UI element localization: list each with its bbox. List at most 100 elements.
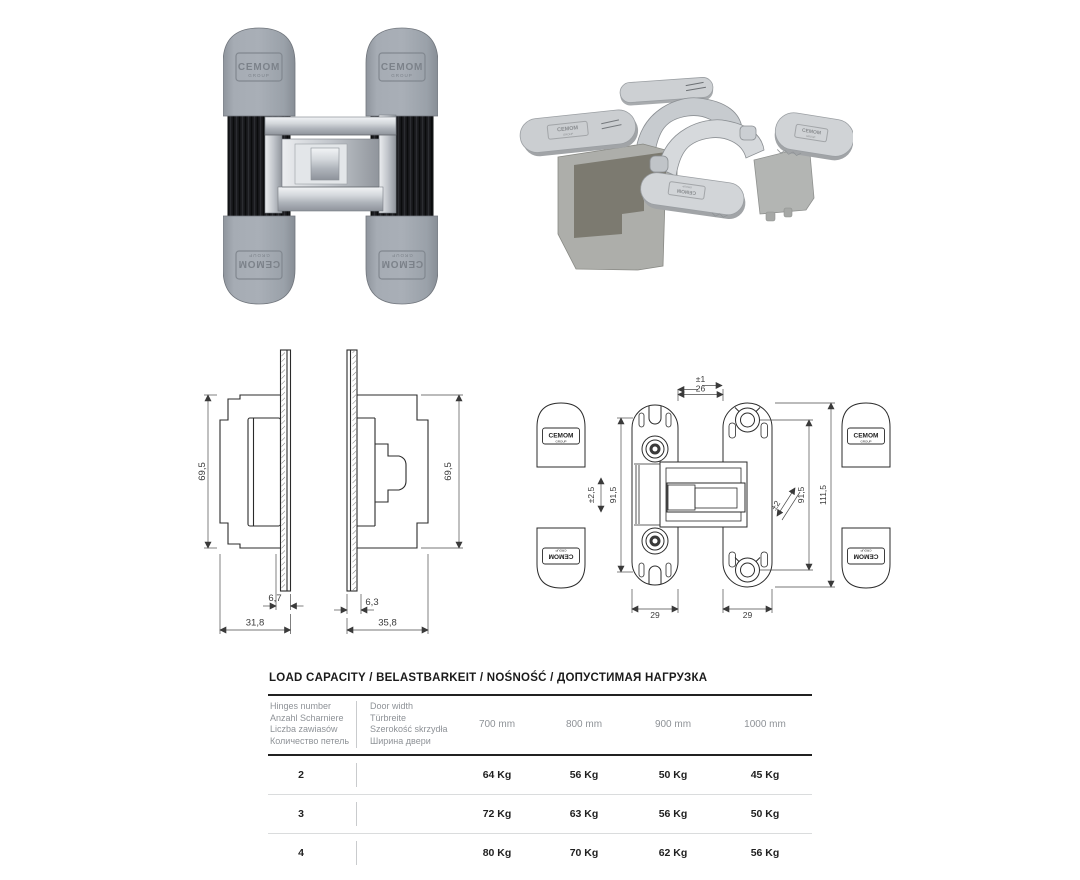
dim-depth-right: 35,8 — [378, 618, 397, 629]
dim-height-left: 91,5 — [608, 486, 618, 503]
col-header-800mm: 800 mm — [565, 718, 603, 730]
brand-plate — [542, 547, 580, 565]
cover-cap-top-left: CEMOM GROUP — [536, 402, 586, 468]
hinge-mechanism-drawing — [634, 461, 748, 528]
brand-text: CEMOM — [801, 128, 821, 137]
serration — [711, 212, 728, 218]
brand-text: CEMOM — [238, 258, 280, 269]
hinge-knuckle — [739, 125, 757, 141]
load-value: 72 Kg — [482, 807, 512, 820]
brand-text: CEMOM — [238, 62, 280, 73]
cover-cap-top-right: CEMOM GROUP — [841, 402, 891, 468]
load-capacity-section: LOAD CAPACITY / BELASTBARKEIT / NOŚNOŚĆ … — [268, 672, 812, 872]
load-value: 50 Kg — [750, 807, 780, 820]
iso-photo-svg: CEMOM GROUP CEMOM GROUP — [519, 77, 855, 271]
header-line: Szerokość skrzydła — [370, 724, 448, 735]
mounting-foot — [783, 207, 793, 218]
hinge-arm-front — [649, 119, 765, 177]
header-line: Door width — [370, 701, 414, 711]
load-row-4-hinges: 4 80 Kg 70 Kg 62 Kg 56 Kg — [268, 834, 812, 872]
mounting-foot — [765, 211, 776, 222]
brand-sub-text: GROUP — [806, 134, 816, 139]
front-dimension-drawing: CEMOM GROUP CEMOM GROUP CEMOM GROUP — [525, 373, 905, 633]
brand-sub-text: GROUP — [391, 73, 413, 78]
hinges-count: 2 — [298, 768, 304, 781]
iso-cap-left: CEMOM GROUP — [519, 109, 639, 157]
profile-frame-side — [219, 349, 292, 592]
load-value: 56 Kg — [569, 768, 599, 781]
brand-plate — [794, 123, 829, 143]
load-value: 50 Kg — [658, 768, 688, 781]
brand-sub-text: GROUP — [555, 440, 566, 444]
brand-sub-text: GROUP — [391, 253, 413, 258]
cutaway-interior — [574, 152, 666, 238]
brand-plate — [235, 52, 283, 82]
dim-plate-width-left: 29 — [650, 610, 660, 620]
mounting-plate-left — [631, 404, 679, 586]
dim-plate-width-right: 29 — [743, 610, 753, 620]
iso-body-right — [753, 147, 815, 222]
profiles-svg: 69,5 6,7 31,8 69,5 6,3 35,8 — [197, 349, 463, 634]
brand-sub-text: GROUP — [682, 184, 692, 189]
cover-cap-bottom-left: CEMOM GROUP — [536, 527, 586, 589]
brand-plate — [378, 52, 426, 82]
brand-sub-text: GROUP — [555, 549, 566, 553]
brand-sub-text: GROUP — [248, 253, 270, 258]
brand-plate — [542, 427, 580, 445]
hinges-count: 3 — [298, 807, 304, 820]
dim-depth-left: 31,8 — [246, 618, 265, 629]
cap-bottom-left: CEMOM GROUP — [222, 215, 296, 305]
brand-plate — [667, 181, 706, 200]
load-row-2-hinges: 2 64 Kg 56 Kg 50 Kg 45 Kg — [268, 756, 812, 795]
col-header-900mm: 900 mm — [654, 718, 692, 730]
iso-view-photo: CEMOM GROUP CEMOM GROUP — [518, 70, 855, 280]
hinge-knuckle — [649, 155, 669, 173]
header-line: Türbreite — [370, 712, 407, 723]
dim-height-total: 111,5 — [818, 485, 828, 505]
brand-plate — [847, 547, 885, 565]
dim-plate-right: 6,3 — [365, 597, 378, 608]
brand-sub-text: GROUP — [563, 132, 574, 137]
col-header-700mm: 700 mm — [478, 718, 516, 730]
cover-cap-bottom-right: CEMOM GROUP — [841, 527, 891, 589]
brand-text: CEMOM — [381, 258, 423, 269]
brand-sub-text: GROUP — [248, 73, 270, 78]
load-value: 56 Kg — [658, 807, 688, 820]
brand-sub-text: GROUP — [860, 549, 871, 553]
dim-height-left: 69,5 — [197, 462, 208, 481]
brand-text: CEMOM — [549, 553, 574, 560]
load-capacity-title: LOAD CAPACITY / BELASTBARKEIT / NOŚNOŚĆ … — [269, 672, 708, 684]
load-value: 80 Kg — [482, 846, 512, 859]
row-divider — [356, 762, 454, 787]
iso-cap-front: CEMOM GROUP — [640, 172, 746, 219]
load-value: 45 Kg — [750, 768, 780, 781]
header-line: Количество петель — [270, 736, 350, 747]
row-divider — [356, 840, 454, 865]
hinges-number-header: Hinges number Anzahl Scharniere Liczba z… — [268, 701, 356, 748]
header-line: Hinges number — [270, 701, 332, 711]
dim-height-right: 69,5 — [443, 462, 454, 481]
header-line: Liczba zawiasów — [270, 724, 338, 735]
dim-height-right: 91,5 — [796, 486, 806, 503]
dim-adjust-vertical: ±2,5 — [586, 486, 596, 503]
iso-cap-right: CEMOM GROUP — [774, 112, 855, 161]
dim-adjust-horizontal: ±1 — [696, 374, 706, 384]
load-value: 63 Kg — [569, 807, 599, 820]
brand-sub-text: GROUP — [860, 440, 871, 444]
front-drawing-dimensions — [597, 382, 835, 613]
cap-top-left: CEMOM GROUP — [222, 27, 296, 117]
cap-bottom-right: CEMOM GROUP — [365, 215, 439, 305]
brand-plate — [546, 120, 589, 140]
brand-text: CEMOM — [557, 125, 579, 133]
brand-text: CEMOM — [854, 433, 879, 440]
load-value: 70 Kg — [569, 846, 599, 859]
serration — [777, 149, 802, 157]
load-row-3-hinges: 3 72 Kg 63 Kg 56 Kg 50 Kg — [268, 795, 812, 834]
brand-text: CEMOM — [677, 187, 697, 196]
brand-plate — [847, 427, 885, 445]
profile-dimensions — [204, 394, 463, 634]
col-header-1000mm: 1000 mm — [744, 718, 786, 730]
load-value: 62 Kg — [658, 846, 688, 859]
front-view-photo: CEMOM GROUP CEMOM GROUP CEMOM GROUP — [222, 27, 439, 310]
